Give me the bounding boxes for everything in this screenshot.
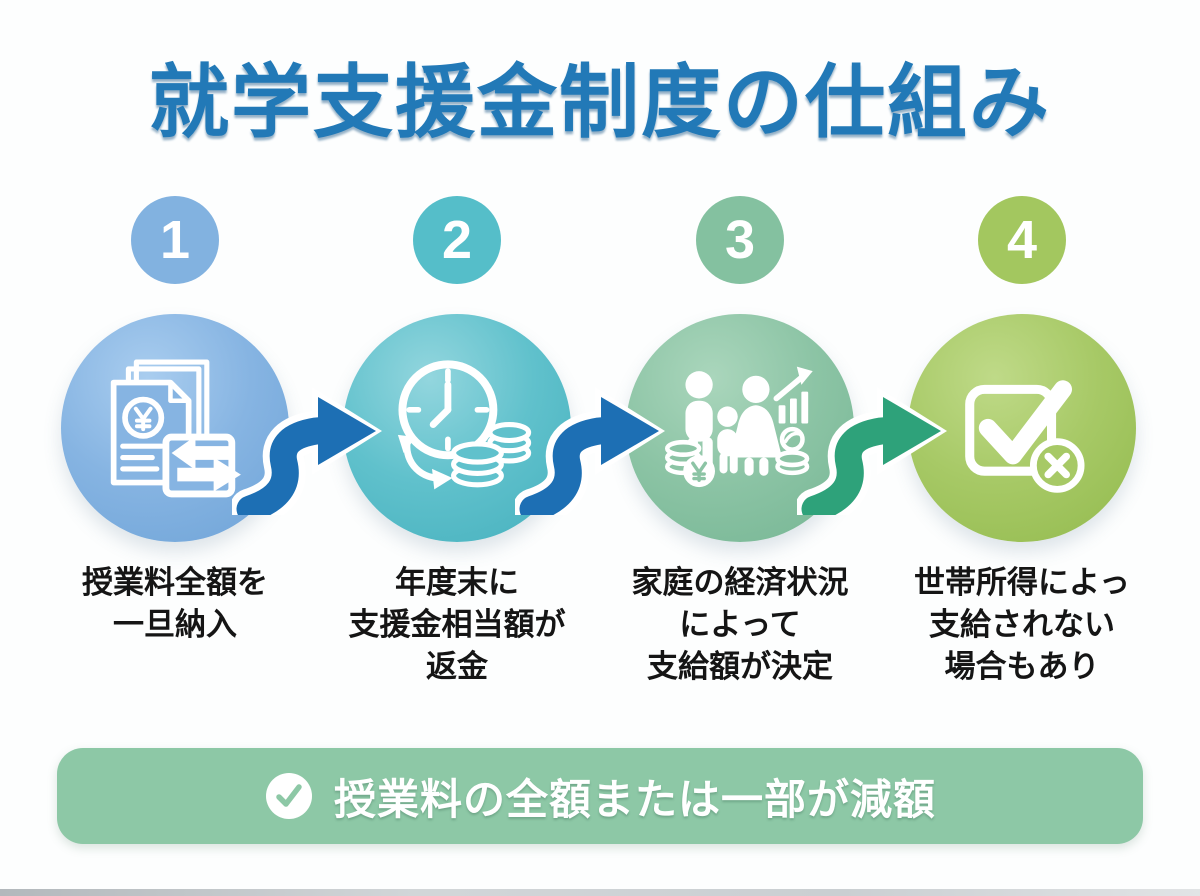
step-1-number-badge: 1 xyxy=(131,196,219,284)
family-income-chart-icon xyxy=(665,366,813,488)
step-1-circle xyxy=(61,314,289,542)
step-3-caption: 家庭の経済状況 によって 支給額が決定 xyxy=(590,562,890,688)
connector-arrow-2-3 xyxy=(515,387,665,515)
clock-refund-coins-icon xyxy=(397,360,532,490)
caption-line: によって xyxy=(679,607,801,642)
caption-line: 場合もあり xyxy=(944,649,1100,684)
page-title: 就学支援金制度の仕組み xyxy=(149,58,1051,147)
connector-arrow-3-4 xyxy=(797,387,947,515)
checkbox-cross-icon xyxy=(965,380,1085,493)
step-4-circle xyxy=(908,314,1136,542)
check-circle-icon xyxy=(265,773,312,819)
step-2-number: 2 xyxy=(441,210,473,270)
caption-line: 支給されない xyxy=(929,607,1115,642)
step-1-caption: 授業料全額を 一旦納入 xyxy=(25,562,325,646)
caption-line: 家庭の経済状況 xyxy=(631,565,849,600)
document-yen-exchange-icon xyxy=(110,359,241,498)
summary-banner: 授業料の全額または一部が減額 xyxy=(57,748,1143,844)
step-4-caption: 世帯所得によっ 支給されない 場合もあり xyxy=(872,562,1172,688)
banner-text: 授業料の全額または一部が減額 xyxy=(333,775,936,823)
step-3-number: 3 xyxy=(724,210,756,270)
caption-line: 年度末に xyxy=(395,565,519,600)
caption-line: 一旦納入 xyxy=(113,607,237,642)
step-4-number: 4 xyxy=(1006,210,1038,270)
caption-line: 授業料全額を xyxy=(82,565,268,600)
caption-line: 世帯所得によっ xyxy=(913,565,1131,600)
step-2-caption: 年度末に 支援金相当額が 返金 xyxy=(307,562,607,688)
caption-line: 支給額が決定 xyxy=(647,649,833,684)
caption-line: 支援金相当額が xyxy=(348,607,566,642)
step-1-number: 1 xyxy=(159,210,191,270)
step-4-number-badge: 4 xyxy=(978,196,1066,284)
bottom-edge-shading xyxy=(0,889,1200,896)
caption-line: 返金 xyxy=(426,649,488,684)
step-3-number-badge: 3 xyxy=(696,196,784,284)
connector-arrow-1-2 xyxy=(232,387,382,515)
step-2-number-badge: 2 xyxy=(413,196,501,284)
